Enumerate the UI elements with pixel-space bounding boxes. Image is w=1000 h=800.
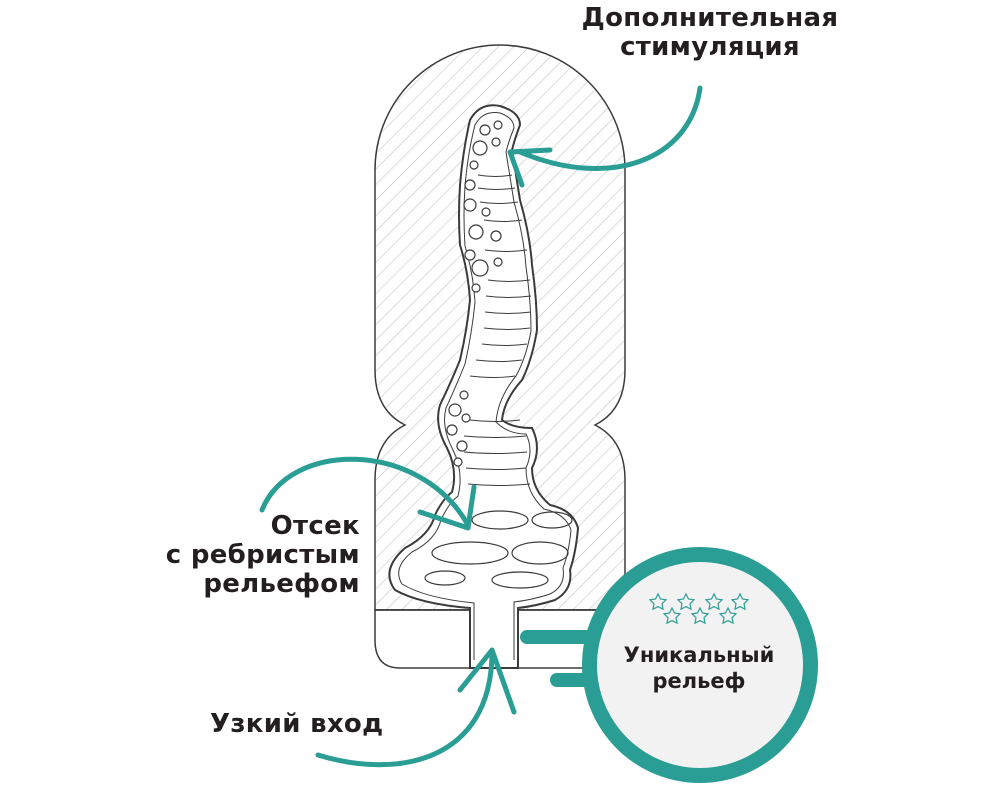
label-ribbed-chamber-line2: с ребристым [165, 540, 360, 571]
arrow-narrow [315, 647, 517, 768]
label-ribbed-chamber: Отсек с ребристым рельефом [150, 511, 360, 600]
label-additional-stimulation-line2: стимуляция [620, 32, 800, 63]
label-ribbed-chamber-line3: рельефом [203, 569, 360, 600]
badge-label-line2: рельеф [652, 669, 746, 694]
arrow-top [507, 85, 703, 188]
label-narrow-entrance: Узкий вход [210, 709, 384, 739]
label-additional-stimulation: Дополнительная стимуляция [560, 3, 860, 63]
label-ribbed-chamber-line1: Отсек [270, 511, 360, 541]
inner-canal [388, 104, 580, 669]
unique-relief-badge [520, 547, 818, 783]
badge-label-line1: Уникальный [623, 643, 775, 667]
label-additional-stimulation-line1: Дополнительная [581, 3, 839, 33]
arrow-ribbed [259, 456, 477, 531]
badge-label: Уникальный рельеф [605, 642, 793, 695]
star-outline-icon [648, 592, 750, 625]
